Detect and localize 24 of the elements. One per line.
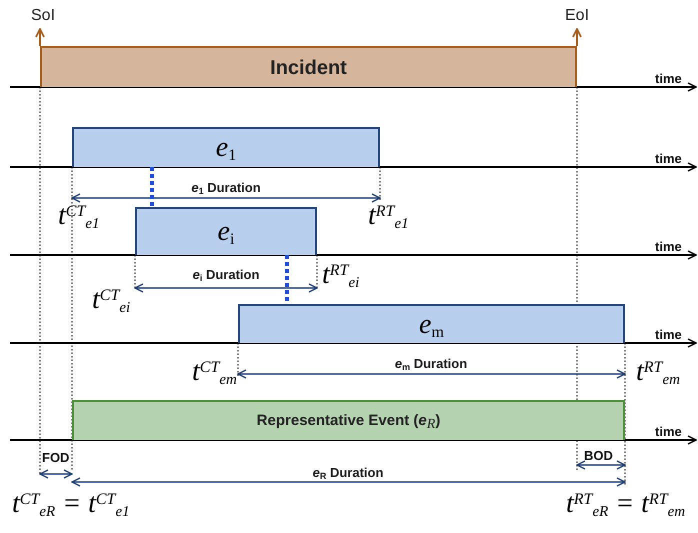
fod-label: FOD (42, 449, 70, 467)
axis-label: time (655, 70, 682, 88)
event-bar (238, 304, 625, 343)
duration-label: e$_{i}$ Duration (192, 266, 260, 284)
event-bar (40, 46, 577, 87)
axis-label: time (655, 326, 682, 344)
event-bar (135, 207, 317, 255)
dotted-connector (285, 255, 289, 304)
axis-event-label: SoI (31, 6, 56, 26)
duration-label: e$_{R}$ Duration (312, 464, 384, 482)
event-bar (72, 127, 380, 167)
bar-label: e$_{m}$ (419, 308, 444, 342)
axis-label: time (655, 423, 682, 441)
bar-label: e$_{1}$ (216, 131, 236, 166)
bod-label: BOD (584, 447, 613, 465)
bar-label: e$_{i}$ (218, 215, 234, 250)
axis-label: time (655, 150, 682, 168)
event-bar (72, 400, 625, 440)
axis-label: time (655, 238, 682, 256)
dotted-connector (150, 167, 154, 207)
bar-label: Incident (270, 56, 347, 80)
duration-label: e$_{1}$ Duration (191, 179, 261, 198)
duration-label: e$_{m}$ Duration (394, 355, 468, 374)
axis-event-label: EoI (565, 6, 590, 26)
